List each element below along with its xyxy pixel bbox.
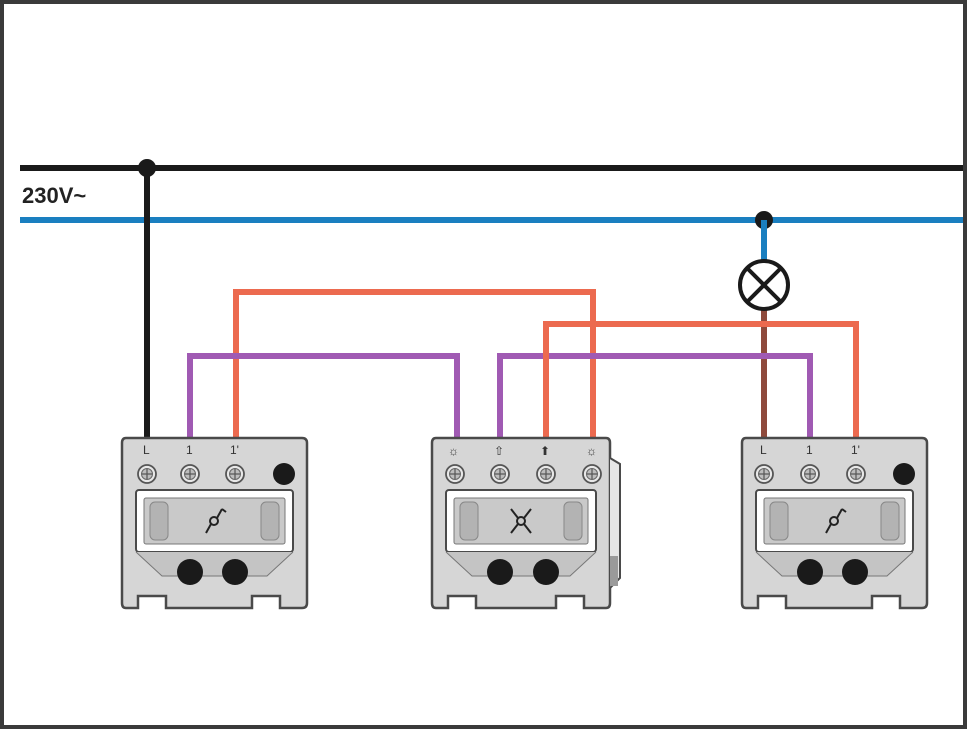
two-way-switch-icon <box>205 508 227 534</box>
mounting-hole <box>177 559 203 585</box>
switch-left: L 1 1' <box>120 436 309 610</box>
mounting-hole <box>842 559 868 585</box>
terminal-screw <box>490 464 510 484</box>
mounting-hole <box>797 559 823 585</box>
terminal-screw <box>846 464 866 484</box>
release-hole <box>273 463 295 485</box>
terminal-label-lamp-2: ☼ <box>586 444 597 458</box>
terminal-label-1: 1 <box>806 443 813 457</box>
terminal-screw <box>754 464 774 484</box>
two-way-switch-icon <box>825 508 847 534</box>
terminal-label-1-prime: 1' <box>851 443 860 457</box>
switch-right: L 1 1' <box>740 436 929 610</box>
terminal-label-l: L <box>760 443 767 457</box>
terminal-screw <box>445 464 465 484</box>
release-hole <box>893 463 915 485</box>
mounting-hole <box>533 559 559 585</box>
terminal-screw <box>800 464 820 484</box>
terminal-label-1: 1 <box>186 443 193 457</box>
terminal-label-l: L <box>143 443 150 457</box>
intermediate-switch-icon <box>510 508 532 534</box>
terminal-label-lamp-1: ☼ <box>448 444 459 458</box>
terminal-screw <box>137 464 157 484</box>
switch-middle: ☼ ⇧ ⬆ ☼ <box>430 436 621 610</box>
terminal-label-up-outline: ⇧ <box>494 444 504 458</box>
live-junction-dot <box>138 159 156 177</box>
mounting-hole <box>487 559 513 585</box>
terminal-screw <box>225 464 245 484</box>
mounting-hole <box>222 559 248 585</box>
lamp-icon <box>738 259 790 311</box>
voltage-label: 230V~ <box>22 183 86 208</box>
terminal-label-up-solid: ⬆ <box>540 444 550 458</box>
terminal-label-1-prime: 1' <box>230 443 239 457</box>
terminal-screw <box>536 464 556 484</box>
traveller-purple-right <box>497 353 813 442</box>
terminal-screw <box>582 464 602 484</box>
terminal-screw <box>180 464 200 484</box>
traveller-red-right <box>543 321 859 442</box>
traveller-purple-left <box>187 353 460 442</box>
traveller-red-left <box>233 289 596 442</box>
